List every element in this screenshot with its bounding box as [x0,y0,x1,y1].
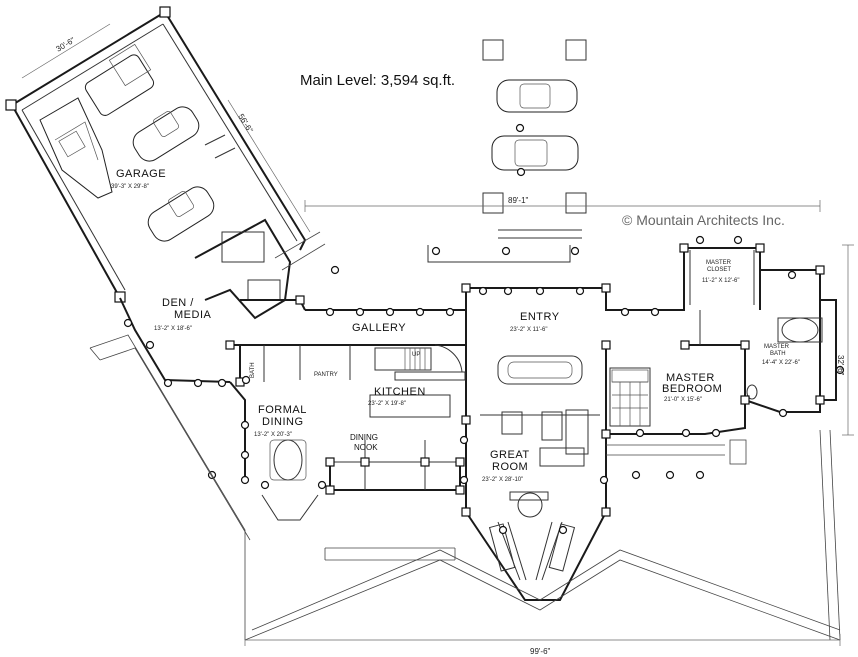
master-closet-label-line1: MASTER [706,260,732,266]
dining-nook-label-line2: NOOK [354,443,378,452]
master-bath-size: 14'-4" X 22'-6" [762,360,800,366]
truck-icon [84,43,155,116]
kitchen-size: 23'-2" X 19'-8" [368,401,406,407]
great-room-label-line2: ROOM [492,461,528,473]
den-label-line2: MEDIA [174,309,212,321]
car-icon [132,106,200,162]
great-room-label-line1: GREAT [490,449,530,461]
garage-structure [5,6,307,303]
gallery-label: GALLERY [352,322,406,334]
column-markers [123,123,845,535]
master-bath-label-line2: BATH [770,351,786,357]
entry-size: 23'-2" X 11'-6" [510,327,547,333]
bath-label: BATH [250,362,256,378]
master-bed [609,367,651,427]
master-bath-label-line1: MASTER [764,344,790,350]
master-bedroom-label-line2: BEDROOM [662,383,722,395]
page-title: Main Level: 3,594 sq.ft. [300,72,456,89]
great-room-furniture [488,409,589,581]
master-bedroom-size: 21'-0" X 15'-6" [664,397,702,403]
dining-nook-label-line1: DINING [350,433,378,442]
pantry-label: PANTRY [314,372,338,378]
car-icon [496,79,578,113]
bottom-width-dimension: 99'-6" [530,647,551,656]
right-depth-dimension: 32'-6" [836,355,845,376]
garage-label: GARAGE [116,168,166,180]
dining-table [261,439,319,521]
master-closet-size: 11'-2" X 12'-6" [702,278,739,284]
den-label-line1: DEN / [162,297,194,309]
garage-dimensions [21,23,311,233]
master-closet-label-line2: CLOSET [707,267,731,273]
boat-icon [39,97,113,199]
master-bedroom-label-line1: MASTER [666,372,715,384]
great-room-size: 23'-2" X 28'-10" [482,477,523,483]
top-width-dimension: 89'-1" [508,196,529,205]
toilet-icon [746,384,758,400]
stairs [404,344,463,373]
copyright-notice: © Mountain Architects Inc. [622,212,785,228]
dimension-lines [244,200,854,646]
entry-table [497,355,583,385]
wall-posts [225,243,825,517]
entry-label: ENTRY [520,311,560,323]
den-size: 13'-2" X 18'-6" [154,326,192,332]
car-icon [491,135,579,171]
formal-dining-label-line2: DINING [262,416,304,428]
garage-size: 39'-3" X 29'-8" [111,184,149,190]
house-walls [119,218,837,601]
decks [89,231,841,641]
formal-dining-size: 13'-2" X 20'-3" [254,432,292,438]
parking-pads [482,39,587,214]
formal-dining-label-line1: FORMAL [258,404,307,416]
stairs-up-label: UP [412,352,420,358]
kitchen-label: KITCHEN [374,386,426,398]
bathtub-icon [777,317,823,343]
car-icon [147,186,215,242]
